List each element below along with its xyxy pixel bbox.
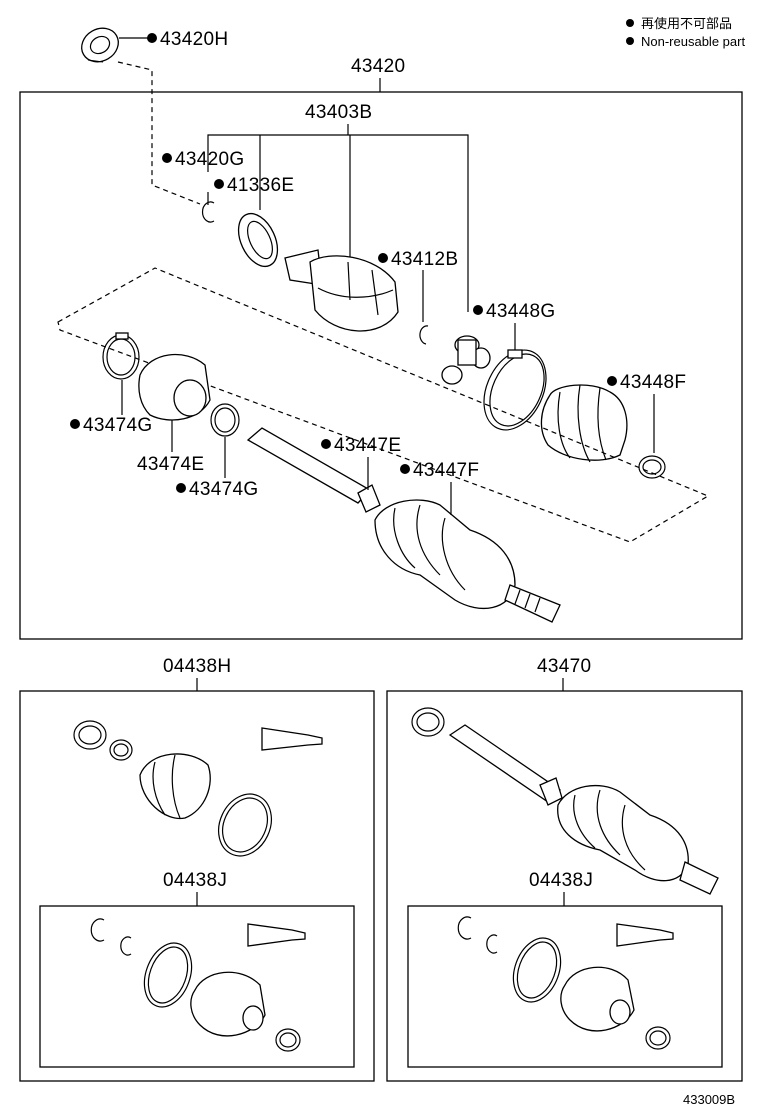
boot-clamp-icon bbox=[411, 707, 445, 737]
box-43470 bbox=[386, 690, 743, 1082]
boot-clamp-icon bbox=[218, 793, 272, 857]
boot-clamp-icon bbox=[645, 1026, 671, 1050]
boot-clamp-icon bbox=[275, 1028, 301, 1052]
snap-ring-icon bbox=[90, 918, 105, 942]
legend-text-en: Non-reusable part bbox=[641, 34, 745, 49]
kit-04438J-b-contents bbox=[457, 916, 674, 1050]
label-43420H[interactable]: 43420H bbox=[160, 29, 228, 50]
snap-ring-43420G[interactable] bbox=[201, 201, 215, 223]
legend-dot-icon bbox=[626, 19, 634, 27]
non-reusable-dot-icon bbox=[473, 305, 483, 315]
boot-clamp-43448F[interactable] bbox=[638, 455, 666, 479]
non-reusable-dot-icon bbox=[176, 483, 186, 493]
boot-clamp-43474G-large[interactable] bbox=[102, 332, 140, 380]
non-reusable-dot-icon bbox=[321, 439, 331, 449]
label-04438H[interactable]: 04438H bbox=[163, 656, 231, 677]
non-reusable-dot-icon bbox=[162, 153, 172, 163]
joint-housing-43403B[interactable] bbox=[284, 249, 399, 332]
grease-tube-icon bbox=[247, 923, 306, 947]
grease-tube-icon bbox=[616, 923, 674, 947]
legend-text-jp: 再使用不可部品 bbox=[641, 16, 732, 31]
dashed-leader-43420H bbox=[117, 61, 201, 205]
boot-icon bbox=[139, 753, 211, 820]
label-43403B[interactable]: 43403B bbox=[305, 102, 372, 123]
diagram-id: 433009B bbox=[683, 1092, 735, 1107]
label-43447F[interactable]: 43447F bbox=[413, 460, 479, 481]
boot-clamp-43474G-small[interactable] bbox=[210, 403, 240, 437]
bracket-43403B bbox=[207, 134, 469, 312]
label-43474G-a[interactable]: 43474G bbox=[83, 415, 152, 436]
boot-43474E[interactable] bbox=[138, 353, 211, 421]
drive-shaft-assembly-icon bbox=[411, 707, 719, 895]
dashed-group-outline bbox=[57, 267, 710, 543]
box-04438J-a bbox=[39, 905, 355, 1068]
boot-clamp-icon bbox=[143, 942, 193, 1008]
label-43420G[interactable]: 43420G bbox=[175, 149, 244, 170]
dust-deflector-41336E[interactable] bbox=[231, 207, 285, 272]
label-43420[interactable]: 43420 bbox=[351, 56, 405, 77]
grease-tube-icon bbox=[261, 727, 323, 751]
box-43420 bbox=[19, 91, 743, 640]
non-reusable-dot-icon bbox=[70, 419, 80, 429]
snap-ring-43412B[interactable] bbox=[419, 325, 429, 345]
box-04438H bbox=[19, 690, 375, 1082]
legend-dot-icon bbox=[626, 37, 634, 45]
drive-shaft[interactable] bbox=[246, 427, 561, 623]
snap-ring-icon bbox=[457, 916, 472, 940]
boot-clamp-icon bbox=[109, 739, 133, 761]
label-43448G[interactable]: 43448G bbox=[486, 301, 555, 322]
non-reusable-dot-icon bbox=[607, 376, 617, 386]
snap-ring-icon bbox=[486, 934, 498, 954]
kit-04438J-a-contents bbox=[90, 918, 306, 1052]
non-reusable-dot-icon bbox=[214, 179, 224, 189]
label-41336E[interactable]: 41336E bbox=[227, 175, 294, 196]
box-04438J-b bbox=[407, 905, 723, 1068]
snap-ring-icon bbox=[120, 936, 132, 956]
non-reusable-dot-icon bbox=[400, 464, 410, 474]
kit-04438H-contents bbox=[73, 720, 323, 857]
label-43474G-b[interactable]: 43474G bbox=[189, 479, 258, 500]
label-04438J-b[interactable]: 04438J bbox=[529, 870, 593, 891]
boot-icon bbox=[190, 971, 266, 1037]
label-04438J-a[interactable]: 04438J bbox=[163, 870, 227, 891]
boot-clamp-icon bbox=[512, 937, 562, 1003]
boot-inboard[interactable] bbox=[540, 384, 628, 463]
non-reusable-dot-icon bbox=[147, 33, 157, 43]
label-43412B[interactable]: 43412B bbox=[391, 249, 458, 270]
non-reusable-dot-icon bbox=[378, 253, 388, 263]
label-43447E[interactable]: 43447E bbox=[334, 435, 401, 456]
label-43470[interactable]: 43470 bbox=[537, 656, 591, 677]
tripod-joint[interactable] bbox=[441, 335, 491, 385]
label-43474E[interactable]: 43474E bbox=[137, 454, 204, 475]
oil-seal-43420H[interactable] bbox=[76, 22, 125, 69]
label-43448F[interactable]: 43448F bbox=[620, 372, 686, 393]
boot-clamp-43448G[interactable] bbox=[472, 340, 558, 440]
boot-icon bbox=[560, 966, 635, 1032]
boot-clamp-icon bbox=[73, 720, 107, 750]
legend: 再使用不可部品 Non-reusable part bbox=[626, 16, 745, 49]
